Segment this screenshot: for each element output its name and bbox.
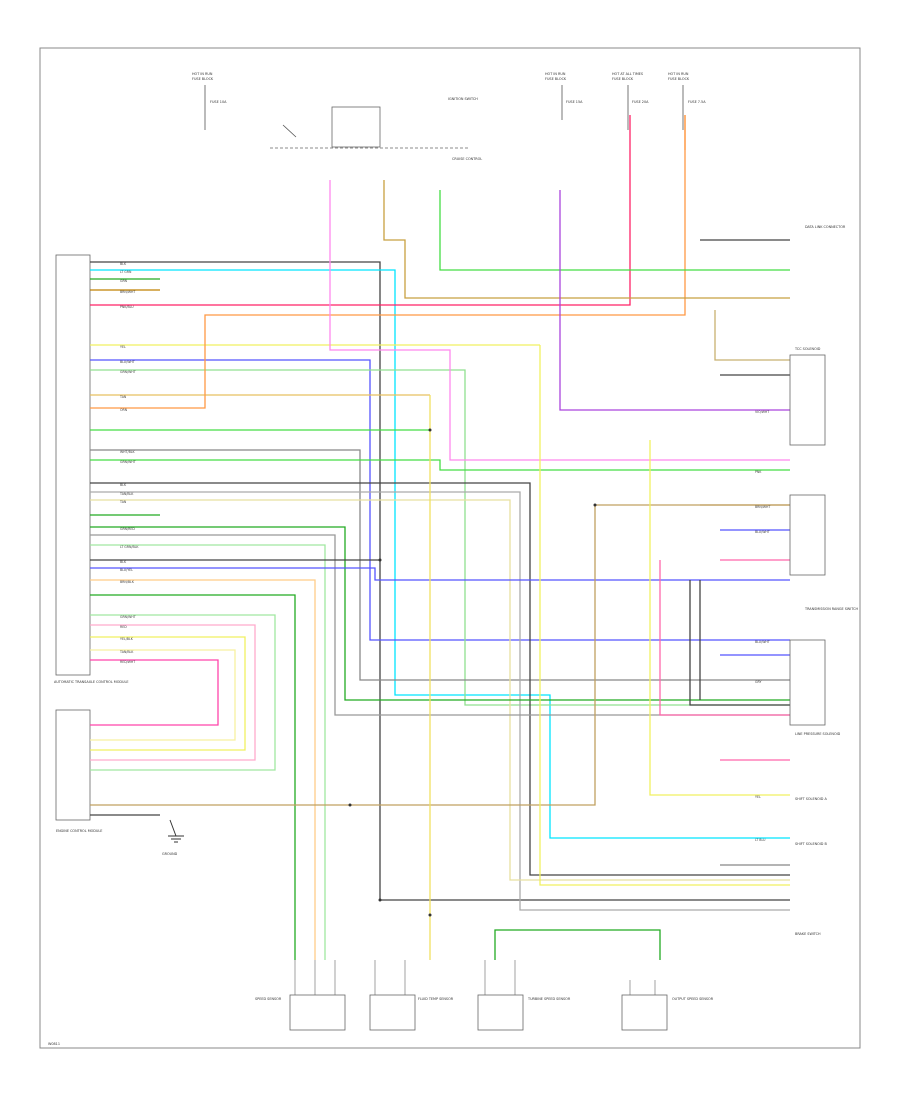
svg-text:GRY: GRY (755, 680, 761, 684)
fuse-block-2-header: HOT IN RUN (545, 72, 566, 76)
line-pressure-solenoid-label: LINE PRESSURE SOLENOID (795, 732, 841, 736)
svg-text:ORN: ORN (120, 408, 128, 412)
atcm-label: AUTOMATIC TRANSAXLE CONTROL MODULE (54, 680, 129, 684)
svg-text:YEL: YEL (755, 795, 761, 799)
speed-sensor (289, 994, 346, 1031)
svg-text:RED: RED (120, 625, 127, 629)
svg-text:YEL: YEL (120, 345, 126, 349)
fuse-block-4-fuse: FUSE 7.5A (688, 100, 706, 104)
cruise-control-label: CRUISE CONTROL (452, 157, 482, 161)
ecm-label: ENGINE CONTROL MODULE (56, 829, 102, 833)
svg-text:BRN/WHT: BRN/WHT (755, 505, 770, 509)
svg-text:GRN: GRN (120, 279, 128, 283)
diagram-frame (39, 47, 861, 1049)
fuse-block-2-title: FUSE BLOCK (545, 77, 567, 81)
svg-text:BLU/YEL: BLU/YEL (120, 568, 133, 572)
shift-solenoid-b-label: SHIFT SOLENOID B (795, 842, 827, 846)
fuse-block-3-header: HOT AT ALL TIMES (612, 72, 643, 76)
turbine-speed-sensor (477, 994, 524, 1031)
svg-text:PNK/BLU: PNK/BLU (120, 305, 134, 309)
svg-text:BRN/WHT: BRN/WHT (120, 290, 135, 294)
wire-code-labels: BLK LT GRN GRN BRN/WHT PNK/BLU YEL BLU/W… (119, 262, 770, 842)
svg-text:TAN/BLK: TAN/BLK (119, 650, 134, 654)
svg-text:BLU/WHT: BLU/WHT (755, 530, 770, 534)
svg-text:BLK: BLK (120, 560, 127, 564)
footer-code: W0811 (48, 1042, 60, 1046)
svg-text:RED/WHT: RED/WHT (120, 660, 135, 664)
output-speed-sensor (621, 994, 668, 1031)
svg-text:PNK: PNK (755, 470, 762, 474)
svg-text:LT GRN/BLK: LT GRN/BLK (120, 545, 139, 549)
svg-text:BLU/WHT: BLU/WHT (755, 640, 770, 644)
shift-solenoid-a-label: SHIFT SOLENOID A (795, 797, 827, 801)
tcc-solenoid (789, 354, 826, 446)
svg-text:BLK: BLK (120, 483, 127, 487)
svg-text:BLU/WHT: BLU/WHT (120, 360, 135, 364)
svg-text:WHT/BLK: WHT/BLK (120, 450, 136, 454)
fluid-temp-sensor (369, 994, 416, 1031)
line-pressure-solenoid (789, 639, 826, 726)
svg-text:YEL/BLK: YEL/BLK (120, 637, 134, 641)
transmission-range-switch-label: TRANSMISSION RANGE SWITCH (804, 607, 858, 611)
brake-switch-label: BRAKE SWITCH (795, 932, 821, 936)
svg-text:GRN/WHT: GRN/WHT (120, 460, 136, 464)
svg-text:GRN/RED: GRN/RED (120, 527, 135, 531)
svg-text:LT BLU: LT BLU (755, 838, 766, 842)
data-link-connector-label: DATA LINK CONNECTOR (805, 225, 846, 229)
fuse-block-3-title: FUSE BLOCK (612, 77, 634, 81)
atcm-connector (55, 254, 91, 676)
svg-text:GRN/WHT: GRN/WHT (120, 370, 136, 374)
ground-label: GROUND (162, 852, 178, 856)
fuse-block-3: HOT AT ALL TIMES FUSE BLOCK FUSE 20A (612, 72, 649, 130)
ignition-switch-label: IGNITION SWITCH (448, 97, 478, 101)
svg-text:VIO/WHT: VIO/WHT (755, 410, 769, 414)
svg-text:BRN/BLK: BRN/BLK (120, 580, 135, 584)
fuse-block-1: HOT IN RUN FUSE BLOCK FUSE 10A (192, 72, 227, 130)
svg-text:GRN/WHT: GRN/WHT (120, 615, 136, 619)
svg-text:TAN: TAN (119, 395, 127, 399)
splice-points (348, 428, 597, 917)
turbine-speed-sensor-label: TURBINE SPEED SENSOR (527, 997, 571, 1001)
transmission-range-switch (789, 494, 826, 576)
fuse-block-1-header: HOT IN RUN (192, 72, 213, 76)
svg-text:TAN/BLK: TAN/BLK (119, 492, 134, 496)
fuse-block-1-fuse: FUSE 10A (210, 100, 227, 104)
ecm-connector (55, 709, 91, 821)
output-speed-sensor-label: OUTPUT SPEED SENSOR (672, 997, 714, 1001)
ignition-switch: IGNITION SWITCH CRUISE CONTROL (270, 97, 482, 161)
svg-text:TAN: TAN (119, 500, 127, 504)
fuse-block-2: HOT IN RUN FUSE BLOCK FUSE 15A (545, 72, 583, 120)
fuse-block-1-title: FUSE BLOCK (192, 77, 214, 81)
fuse-block-2-fuse: FUSE 15A (566, 100, 583, 104)
wires (90, 115, 790, 960)
svg-text:BLK: BLK (120, 262, 127, 266)
fuse-block-4-header: HOT IN RUN (668, 72, 689, 76)
fluid-temp-sensor-label: FLUID TEMP SENSOR (418, 997, 454, 1001)
fuse-block-3-fuse: FUSE 20A (632, 100, 649, 104)
bottom-sensors: SPEED SENSOR FLUID TEMP SENSOR TURBINE S… (255, 960, 714, 1031)
fuse-block-4-title: FUSE BLOCK (668, 77, 690, 81)
svg-text:LT GRN: LT GRN (120, 270, 132, 274)
tcc-solenoid-label: TCC SOLENOID (794, 347, 821, 351)
speed-sensor-label: SPEED SENSOR (255, 997, 282, 1001)
right-components: TCC SOLENOID TRANSMISSION RANGE SWITCH L… (789, 225, 858, 936)
ground-icon: GROUND (162, 819, 184, 856)
fuse-block-4: HOT IN RUN FUSE BLOCK FUSE 7.5A (668, 72, 706, 130)
